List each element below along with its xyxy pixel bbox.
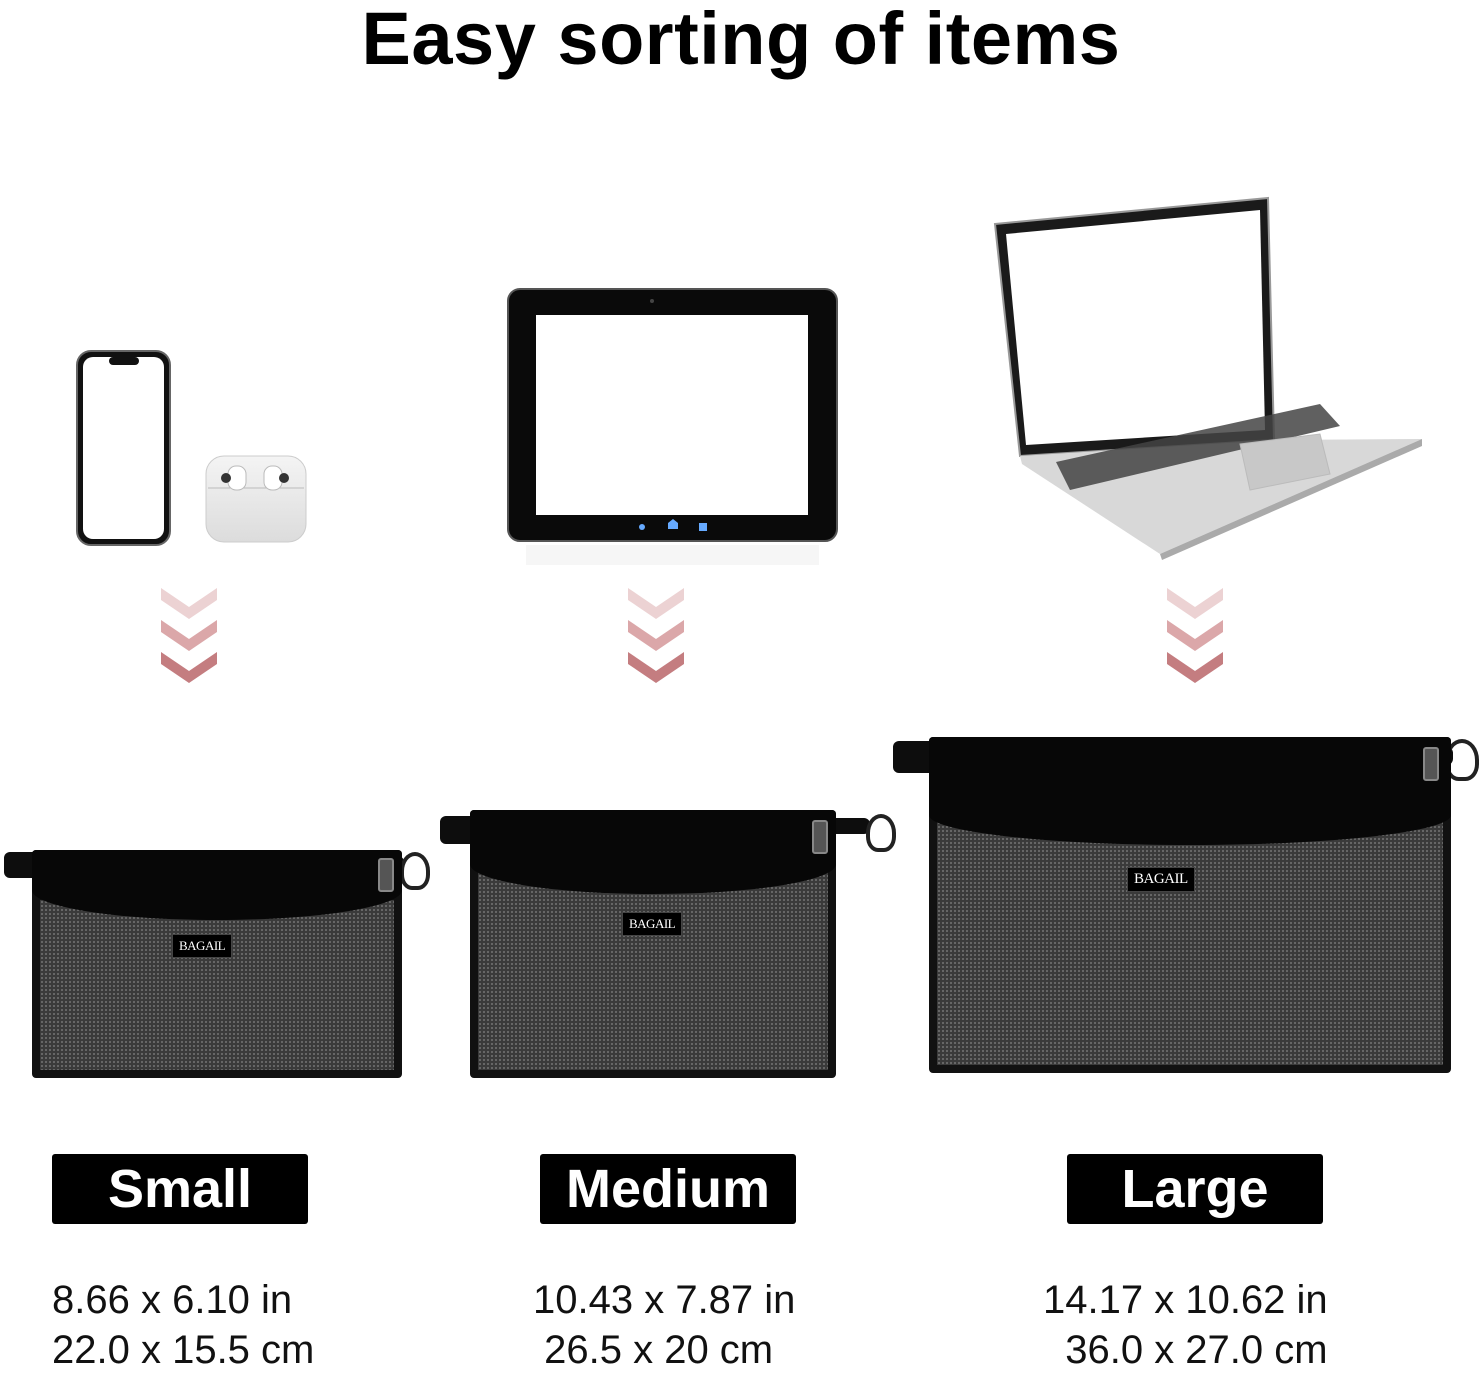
page-title: Easy sorting of items: [361, 0, 1121, 80]
dimension-cm-small: 22.0 x 15.5 cm: [52, 1328, 315, 1372]
dimension-inches-small: 8.66 x 6.10 in: [52, 1278, 293, 1322]
dimension-cm-large: 36.0 x 27.0 cm: [1043, 1328, 1328, 1372]
size-label-medium: Medium: [540, 1154, 796, 1224]
size-label-large: Large: [1067, 1154, 1323, 1224]
size-label-small: Small: [52, 1154, 308, 1224]
down-chevrons-icon: [161, 588, 217, 683]
small-bag-image: BAGAIL: [4, 850, 434, 1080]
phone-icon: [76, 350, 171, 546]
large-bag-image: BAGAIL: [893, 737, 1481, 1077]
medium-bag-image: BAGAIL: [440, 810, 900, 1080]
earbuds-case-icon: [205, 455, 307, 543]
down-chevrons-icon: [1167, 588, 1223, 683]
brand-logo: BAGAIL: [172, 934, 233, 958]
laptop-icon: [993, 196, 1422, 560]
dimension-inches-medium: 10.43 x 7.87 in: [533, 1278, 796, 1322]
brand-logo: BAGAIL: [1127, 867, 1195, 892]
dimension-inches-large: 14.17 x 10.62 in: [1043, 1278, 1328, 1322]
down-chevrons-icon: [628, 588, 684, 683]
dimension-cm-medium: 26.5 x 20 cm: [533, 1328, 774, 1372]
tablet-icon: [507, 288, 838, 565]
brand-logo: BAGAIL: [622, 912, 683, 936]
